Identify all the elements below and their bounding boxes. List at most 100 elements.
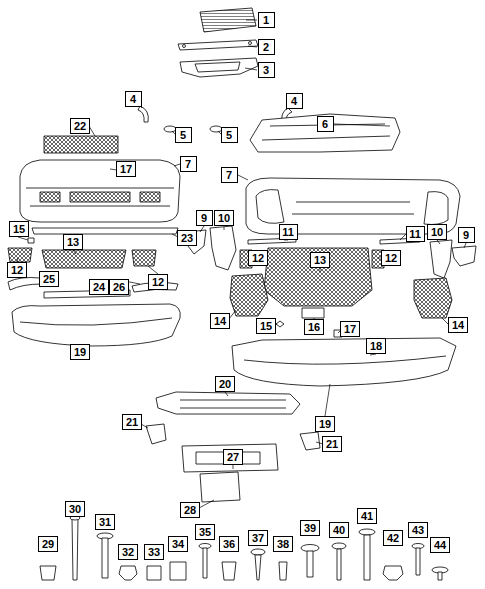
callout-number: 20: [219, 379, 231, 390]
callout-box: 36: [219, 536, 239, 552]
callout-number: 14: [452, 320, 464, 331]
callout-box: 41: [357, 508, 377, 524]
callout-box: 6: [317, 116, 334, 132]
callout-box: 23: [177, 230, 197, 246]
callout-number: 40: [333, 525, 345, 536]
callout-number: 10: [218, 213, 230, 224]
callout-number: 18: [370, 341, 382, 352]
callout-box: 12: [248, 250, 268, 266]
callout-number: 33: [148, 547, 160, 558]
callout-box: 25: [39, 271, 59, 287]
callout-box: 12: [381, 250, 401, 266]
callout-number: 10: [431, 227, 443, 238]
callout-number: 39: [304, 523, 316, 534]
callout-box: 10: [214, 210, 234, 226]
callout-number: 30: [69, 504, 81, 515]
callout-number: 4: [130, 94, 136, 105]
callout-number: 36: [223, 539, 235, 550]
callout-box: 7: [221, 167, 238, 183]
callout-number: 2: [263, 42, 269, 53]
callout-number: 32: [122, 547, 134, 558]
callout-box: 28: [180, 502, 200, 518]
callout-box: 34: [168, 536, 188, 552]
callout-box: 1: [258, 12, 275, 28]
callout-box: 39: [300, 520, 320, 536]
callout-box: 4: [286, 93, 303, 109]
callout-box: 27: [223, 449, 243, 465]
callout-box: 30: [65, 501, 85, 517]
callout-number: 12: [152, 277, 164, 288]
callout-box: 5: [221, 127, 238, 143]
callout-box: 24: [89, 279, 109, 295]
callout-number: 12: [252, 253, 264, 264]
callout-box: 35: [195, 524, 215, 540]
callout-box: 11: [406, 226, 425, 242]
callout-box: 21: [122, 414, 142, 430]
callout-number: 27: [227, 452, 239, 463]
callout-number: 6: [322, 119, 328, 130]
callout-box: 38: [273, 536, 293, 552]
callout-number: 37: [252, 533, 264, 544]
callout-box: 14: [448, 317, 468, 333]
callout-number: 15: [260, 321, 272, 332]
callout-number: 22: [74, 121, 86, 132]
callout-box: 22: [70, 118, 90, 134]
callout-box: 21: [322, 436, 342, 452]
callout-number: 9: [463, 230, 469, 241]
callout-box: 19: [70, 344, 90, 360]
callout-box: 4: [125, 91, 142, 107]
callout-box: 2: [258, 39, 275, 55]
callout-number: 35: [199, 527, 211, 538]
callout-box: 15: [9, 221, 29, 237]
callout-box: 14: [210, 313, 230, 329]
callout-box: 40: [329, 522, 349, 538]
callout-number: 31: [99, 517, 111, 528]
callout-number: 5: [226, 130, 232, 141]
callout-box: 5: [175, 127, 192, 143]
callout-number: 24: [93, 282, 105, 293]
callout-box: 12: [148, 274, 168, 290]
callout-box: 10: [427, 224, 447, 240]
callout-number: 28: [184, 505, 196, 516]
callout-box: 17: [116, 161, 136, 177]
callout-box: 18: [366, 338, 386, 354]
callout-number: 13: [67, 237, 79, 248]
callout-number: 11: [409, 229, 421, 240]
callout-box: 31: [95, 514, 115, 530]
callout-box: 26: [109, 279, 129, 295]
callout-number: 41: [361, 511, 373, 522]
callout-number: 5: [180, 130, 186, 141]
callout-box: 44: [430, 537, 450, 553]
callout-number: 43: [412, 525, 424, 536]
callout-number: 16: [308, 322, 320, 333]
callout-number: 4: [291, 96, 297, 107]
callout-number: 15: [13, 224, 25, 235]
callout-box: 42: [383, 530, 403, 546]
callout-number: 38: [277, 539, 289, 550]
callout-number: 21: [126, 417, 138, 428]
callout-box: 13: [310, 252, 330, 268]
callout-number: 21: [326, 439, 338, 450]
callout-number: 17: [344, 324, 356, 335]
callout-number: 42: [387, 533, 399, 544]
callout-number: 9: [201, 213, 207, 224]
callout-number: 11: [282, 227, 294, 238]
callout-box: 12: [7, 262, 27, 278]
callout-box: 7: [180, 156, 197, 172]
callout-box: 9: [196, 210, 213, 226]
callout-box: 3: [258, 62, 275, 78]
callout-number: 7: [226, 170, 232, 181]
callout-number: 26: [113, 282, 125, 293]
callout-number: 12: [11, 265, 23, 276]
callout-box: 9: [458, 227, 475, 243]
callout-number: 17: [120, 164, 132, 175]
callout-number: 12: [385, 253, 397, 264]
callout-box: 33: [144, 544, 164, 560]
callout-box: 19: [315, 416, 335, 432]
callout-number: 34: [172, 539, 184, 550]
callout-number: 7: [185, 159, 191, 170]
callout-number: 19: [319, 419, 331, 430]
callout-box: 29: [38, 536, 58, 552]
callout-number: 25: [43, 274, 55, 285]
callout-box: 37: [248, 530, 268, 546]
